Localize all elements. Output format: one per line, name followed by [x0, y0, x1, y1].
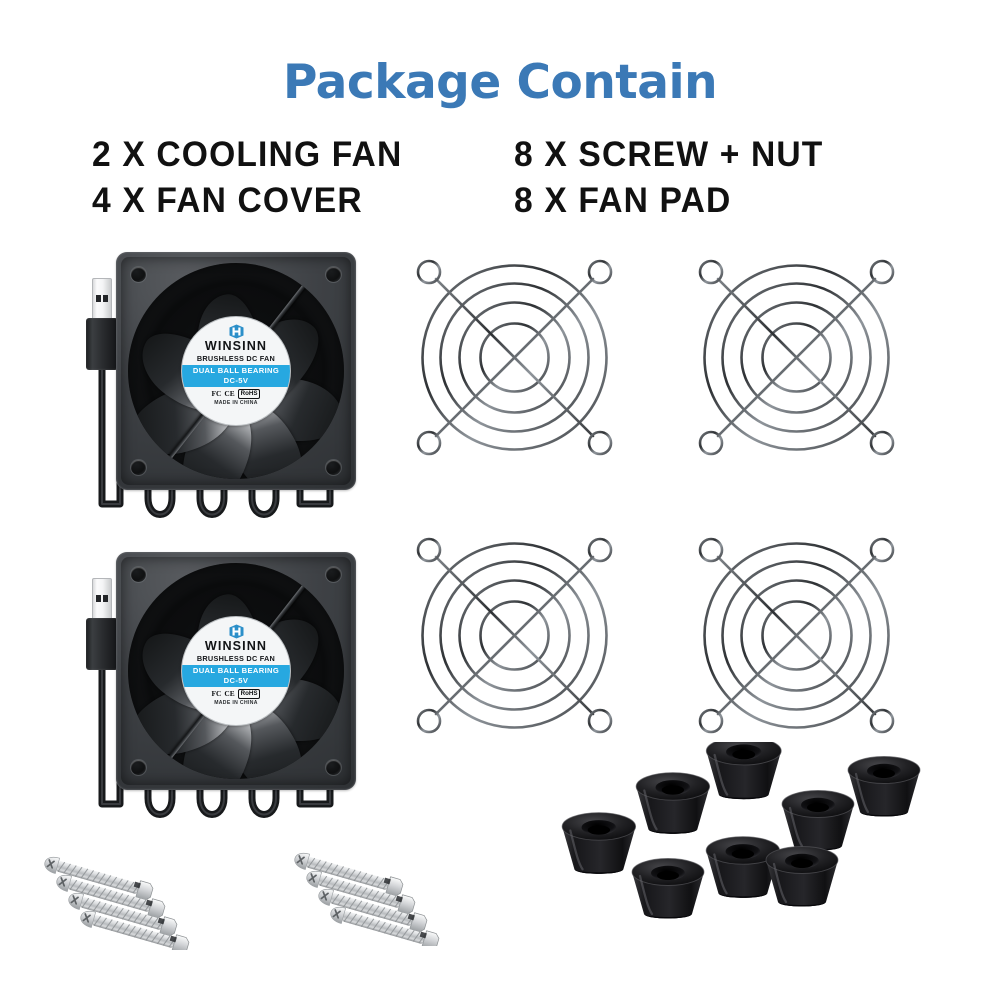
fan-cover-3 [416, 537, 613, 734]
usb-plastic-body [86, 318, 118, 370]
fan-cover-2 [698, 259, 895, 456]
fan-voltage-line: DC-5V [223, 676, 249, 685]
fan-pad [630, 857, 706, 920]
fan-brand: WINSINN [204, 639, 268, 653]
cooling-fan-unit-2: WINSINN BRUSHLESS DC FAN DUAL BALL BEARI… [38, 552, 368, 852]
usb-plastic-body [86, 618, 118, 670]
contents-item-cooling-fan: 2 X COOLING FAN [92, 135, 403, 174]
mounting-hole-icon [326, 567, 341, 582]
rohs-icon: RoHS [237, 388, 261, 399]
fan-bearing-line: DUAL BALL BEARING [192, 666, 280, 675]
fan-rotor-2: WINSINN BRUSHLESS DC FAN DUAL BALL BEARI… [128, 563, 344, 779]
fan-origin: MADE IN CHINA [214, 699, 258, 706]
fan-spec-band: DUAL BALL BEARING DC-5V [182, 365, 290, 387]
fan-pad [846, 755, 922, 818]
fan-type-line: BRUSHLESS DC FAN [196, 354, 276, 363]
contents-right-column: 8 X SCREW + NUT 8 X FAN PAD [514, 132, 836, 224]
fan-certification-row: FC CE RoHS [211, 388, 261, 399]
fan-cover-4 [698, 537, 895, 734]
fan-pad [780, 789, 856, 852]
contents-left-column: 2 X COOLING FAN 4 X FAN COVER [92, 132, 415, 224]
fan-origin: MADE IN CHINA [214, 399, 258, 406]
contents-item-fan-pad: 8 X FAN PAD [514, 181, 732, 220]
fan-certification-row: FC CE RoHS [211, 688, 261, 699]
fan-pad [561, 811, 637, 875]
usb-metal-tip [92, 278, 112, 320]
fan-pad [764, 845, 840, 908]
fan-hub-label-1: WINSINN BRUSHLESS DC FAN DUAL BALL BEARI… [182, 317, 290, 425]
fcc-icon: FC [211, 688, 222, 698]
fcc-icon: FC [211, 388, 222, 398]
fan-pad [635, 771, 711, 835]
mounting-hole-icon [131, 267, 146, 282]
fan-brand: WINSINN [204, 339, 268, 353]
mounting-hole-icon [326, 267, 341, 282]
ce-icon: CE [224, 688, 235, 698]
fan-rotor-1: WINSINN BRUSHLESS DC FAN DUAL BALL BEARI… [128, 263, 344, 479]
fan-frame-2: WINSINN BRUSHLESS DC FAN DUAL BALL BEARI… [116, 552, 356, 790]
usb-connector-2 [86, 578, 118, 674]
fan-voltage-line: DC-5V [223, 376, 249, 385]
fan-cover-1 [416, 259, 613, 456]
contents-item-fan-cover: 4 X FAN COVER [92, 181, 363, 220]
ce-icon: CE [224, 388, 235, 398]
fan-pad [705, 742, 783, 801]
usb-connector-1 [86, 278, 118, 374]
page-title: Package Contain [282, 55, 718, 110]
screw-nut-group-1 [41, 853, 191, 950]
mounting-hole-icon [131, 567, 146, 582]
mounting-hole-icon [131, 460, 146, 475]
usb-metal-tip [92, 578, 112, 620]
fan-type-line: BRUSHLESS DC FAN [196, 654, 276, 663]
mounting-hole-icon [326, 460, 341, 475]
fan-pad-group [561, 742, 922, 920]
rohs-icon: RoHS [237, 688, 261, 699]
fan-frame-1: WINSINN BRUSHLESS DC FAN DUAL BALL BEARI… [116, 252, 356, 490]
cooling-fan-unit-1: WINSINN BRUSHLESS DC FAN DUAL BALL BEARI… [38, 252, 368, 552]
contents-item-screw-nut: 8 X SCREW + NUT [514, 135, 824, 174]
mounting-hole-icon [131, 760, 146, 775]
fan-bearing-line: DUAL BALL BEARING [192, 366, 280, 375]
fan-spec-band: DUAL BALL BEARING DC-5V [182, 665, 290, 687]
winsinn-hexagon-logo-icon [229, 624, 243, 639]
winsinn-hexagon-logo-icon [229, 324, 243, 339]
screw-nut-group-2 [291, 849, 441, 946]
mounting-hole-icon [326, 760, 341, 775]
fan-hub-label-2: WINSINN BRUSHLESS DC FAN DUAL BALL BEARI… [182, 617, 290, 725]
